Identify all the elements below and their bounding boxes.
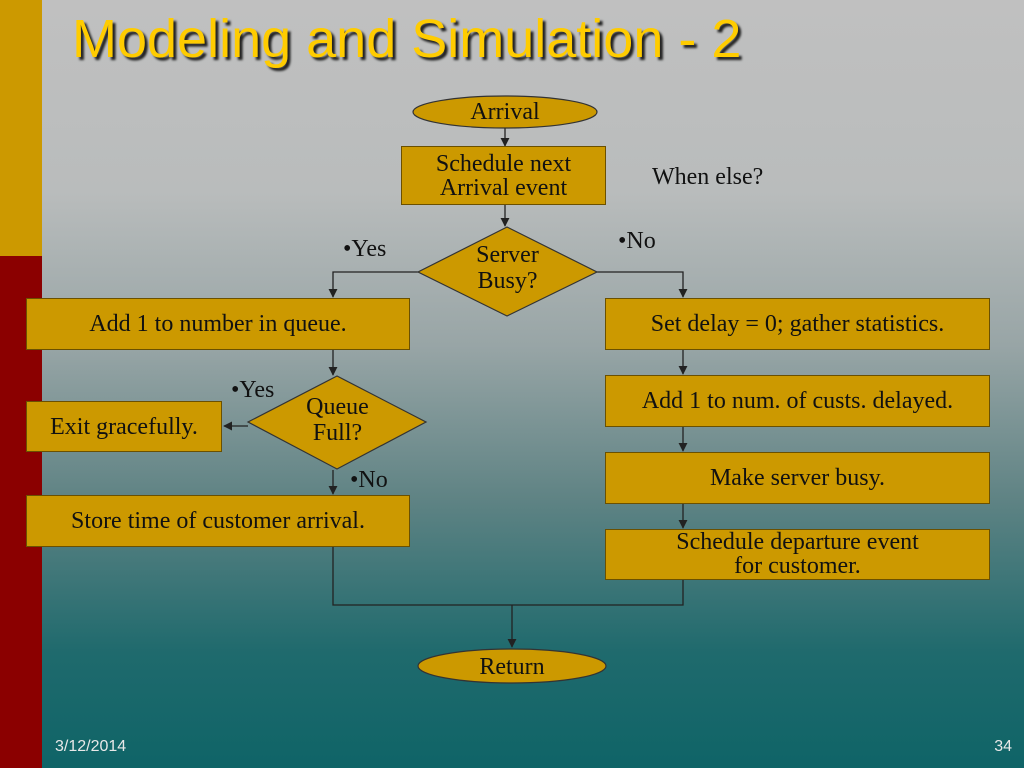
add-to-queue-box: Add 1 to number in queue. xyxy=(26,298,410,350)
exit-gracefully-box: Exit gracefully. xyxy=(26,401,222,452)
slide-title: Modeling and Simulation - 2 xyxy=(72,9,742,69)
schedule-departure-box: Schedule departure event for customer. xyxy=(605,529,990,580)
set-delay-box: Set delay = 0; gather statistics. xyxy=(605,298,990,350)
queue-full-label: Queue Full? xyxy=(306,394,369,446)
queue-full-yes-label: •Yes xyxy=(231,377,275,403)
return-label: Return xyxy=(479,654,545,680)
connector-left-branch-merge xyxy=(332,547,512,606)
queue-full-no-label: •No xyxy=(350,467,388,493)
left-accent-bar-gold xyxy=(0,0,42,256)
make-server-busy-box: Make server busy. xyxy=(605,452,990,504)
store-arrival-time-box: Store time of customer arrival. xyxy=(26,495,410,547)
when-else-note: When else? xyxy=(652,164,764,190)
connector-server-busy-yes xyxy=(328,271,418,298)
arrival-terminator xyxy=(412,95,598,129)
connector-server-busy-no xyxy=(597,271,688,298)
connector-right-branch-merge xyxy=(512,580,684,606)
slide-date: 3/12/2014 xyxy=(55,738,127,755)
return-terminator xyxy=(417,648,607,684)
slide-page-number: 34 xyxy=(994,738,1012,755)
server-busy-label: Server Busy? xyxy=(476,242,539,294)
server-busy-no-label: •No xyxy=(618,228,656,254)
server-busy-yes-label: •Yes xyxy=(343,236,387,262)
arrival-label: Arrival xyxy=(470,99,540,125)
add-delayed-box: Add 1 to num. of custs. delayed. xyxy=(605,375,990,427)
server-busy-decision xyxy=(416,226,599,317)
schedule-next-arrival-box: Schedule next Arrival event xyxy=(401,146,606,205)
queue-full-decision xyxy=(246,375,428,470)
